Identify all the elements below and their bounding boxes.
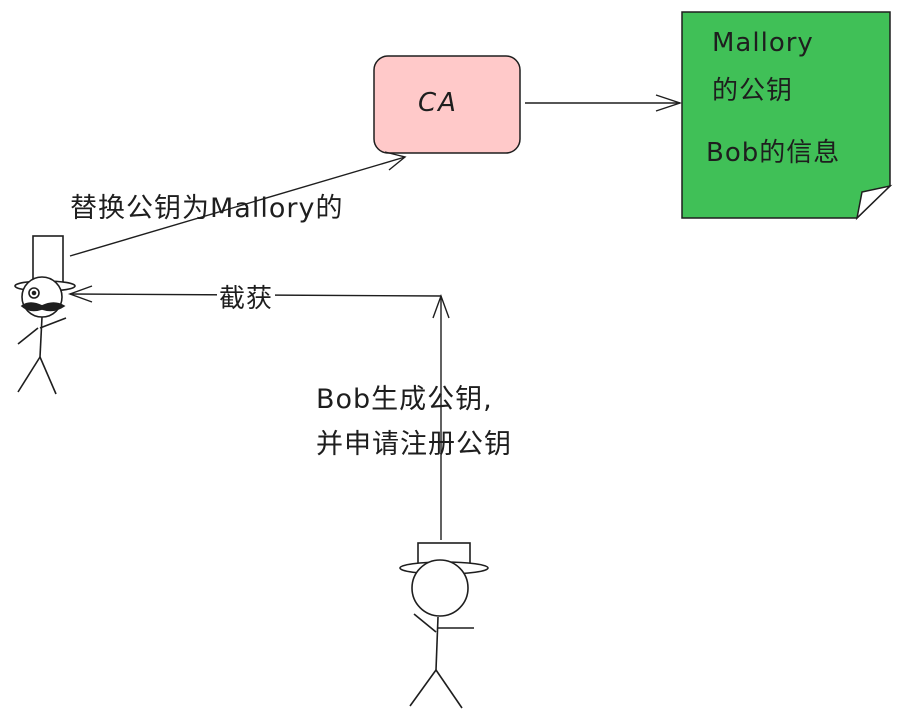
ca-to-note-arrow (525, 94, 683, 112)
note-line-3: Bob的信息 (706, 138, 841, 168)
bob-figure (399, 542, 489, 709)
intercept-label: 截获 (217, 278, 276, 315)
replace-key-label: 替换公钥为Mallory的 (70, 193, 344, 224)
public-key-note (681, 11, 893, 221)
bob-action-line-1: Bob生成公钥, (316, 384, 493, 415)
mallory-figure (14, 235, 76, 395)
note-line-1: Mallory (712, 28, 814, 58)
ca-label: CA (418, 88, 458, 118)
mallory-to-ca-arrow (69, 151, 407, 257)
bob-action-line-2: 并申请注册公钥 (316, 429, 512, 460)
ca-box (373, 55, 521, 154)
note-line-2: 的公钥 (712, 76, 794, 106)
